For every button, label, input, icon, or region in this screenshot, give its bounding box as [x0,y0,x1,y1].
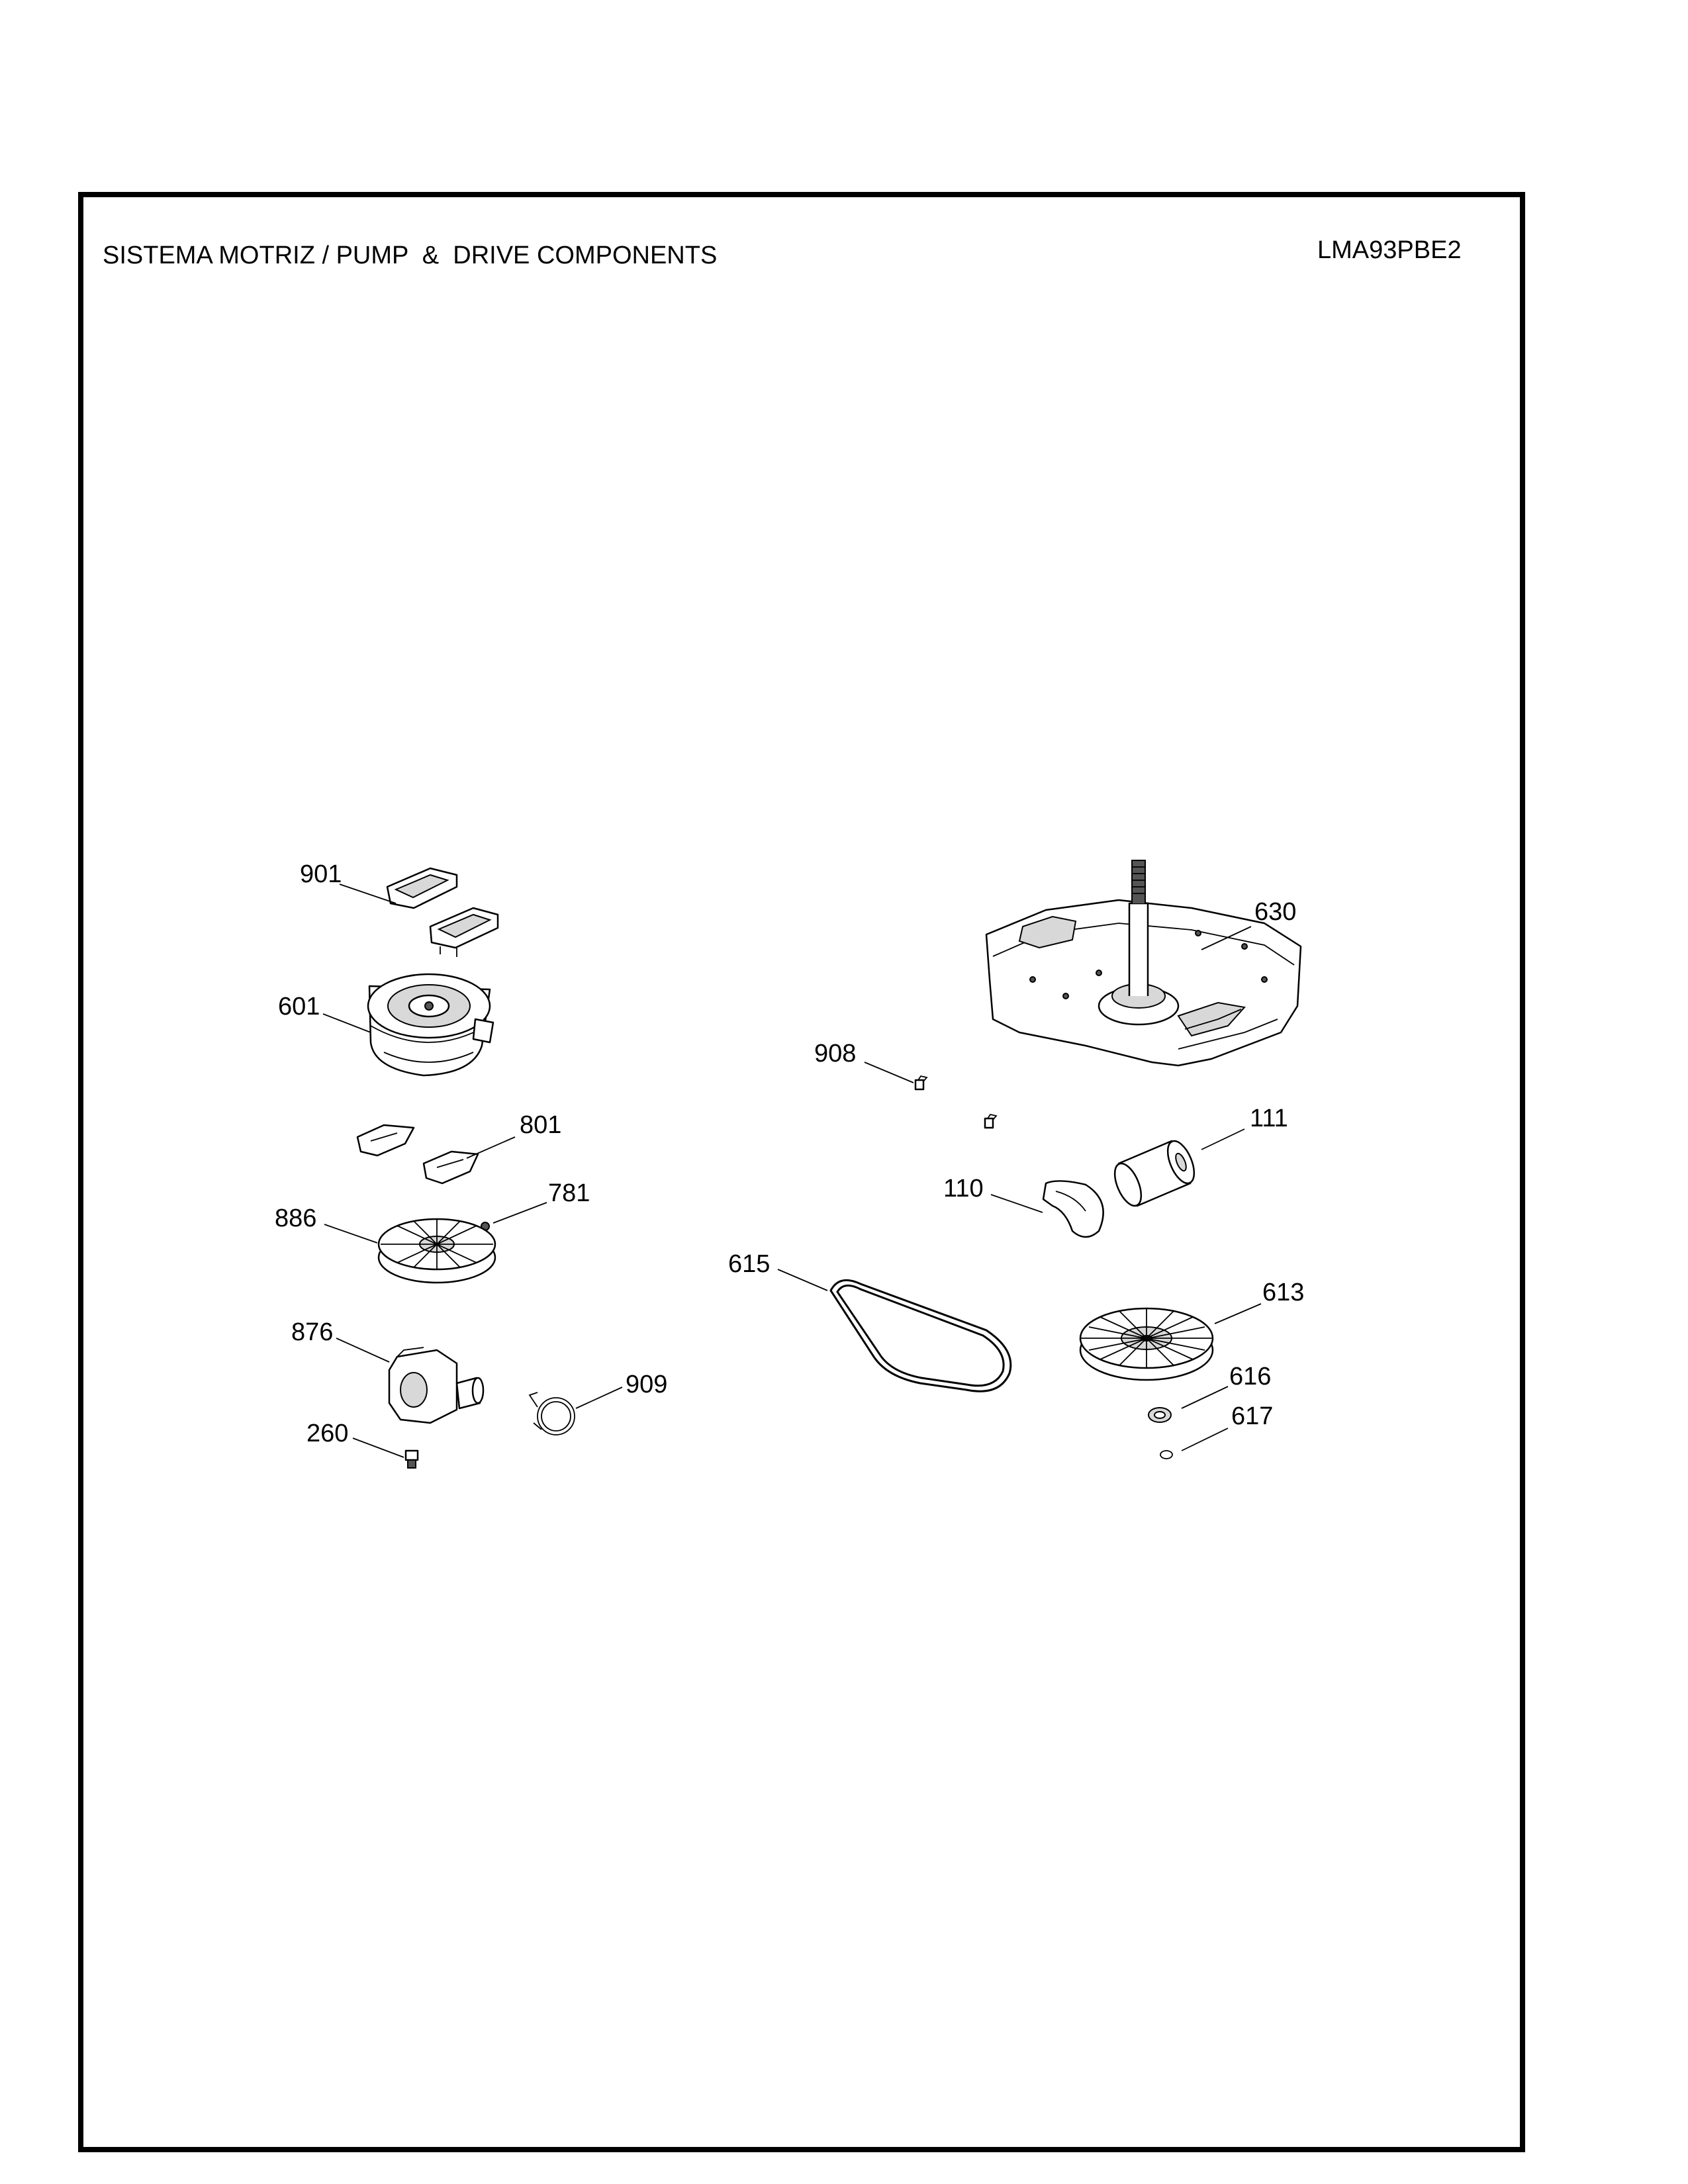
leader-876 [336,1338,390,1363]
part-617-retaining-ring[interactable] [1160,1450,1173,1459]
callout-615[interactable]: 615 [728,1250,770,1278]
callout-110[interactable]: 110 [943,1175,984,1203]
part-616-washer[interactable] [1148,1407,1172,1423]
callout-617[interactable]: 617 [1231,1402,1273,1430]
leader-616 [1181,1386,1229,1409]
part-260-plug[interactable] [404,1449,419,1469]
callout-260[interactable]: 260 [306,1420,348,1447]
page-title: SISTEMA MOTRIZ / PUMP & DRIVE COMPONENTS [103,242,718,269]
callout-908[interactable]: 908 [814,1040,856,1068]
part-876-drain-pump[interactable] [388,1347,485,1424]
leader-110 [990,1194,1043,1213]
leader-601 [322,1013,371,1033]
leader-909 [575,1387,623,1409]
part-901-motor-brackets[interactable] [386,867,499,957]
leader-908 [864,1062,914,1083]
drawing-frame [78,192,1525,2152]
part-801-motor-pads[interactable] [356,1124,479,1185]
callout-613[interactable]: 613 [1262,1279,1304,1306]
part-909-hose-clamp[interactable] [528,1392,575,1435]
part-110-capacitor-strap[interactable] [1042,1180,1104,1238]
part-111-capacitor[interactable] [1109,1137,1199,1209]
callout-901[interactable]: 901 [300,860,342,888]
leader-630 [1201,926,1252,950]
model-number: LMA93PBE2 [1317,236,1462,264]
part-886-fan[interactable] [377,1218,496,1284]
leader-615 [777,1269,828,1291]
callout-781[interactable]: 781 [548,1179,590,1207]
callout-616[interactable]: 616 [1229,1363,1271,1390]
leader-781 [492,1202,547,1224]
leader-801 [466,1136,516,1159]
callout-111[interactable]: 111 [1250,1105,1288,1132]
leader-111 [1201,1128,1245,1150]
callout-630[interactable]: 630 [1254,898,1296,926]
leader-617 [1181,1428,1229,1451]
leader-613 [1214,1303,1262,1324]
part-630-transmission-plate[interactable] [985,860,1302,1067]
callout-601[interactable]: 601 [278,993,320,1021]
part-615-drive-belt[interactable] [829,1279,1012,1392]
part-601-drive-motor[interactable] [367,973,494,1077]
leader-901 [339,884,397,904]
callout-886[interactable]: 886 [275,1205,316,1232]
leader-886 [324,1224,378,1244]
part-908-clips[interactable] [914,1075,998,1129]
callout-801[interactable]: 801 [520,1111,561,1139]
part-613-pulley[interactable] [1079,1307,1214,1381]
callout-876[interactable]: 876 [291,1318,333,1346]
leader-260 [352,1437,404,1458]
callout-909[interactable]: 909 [626,1371,667,1398]
